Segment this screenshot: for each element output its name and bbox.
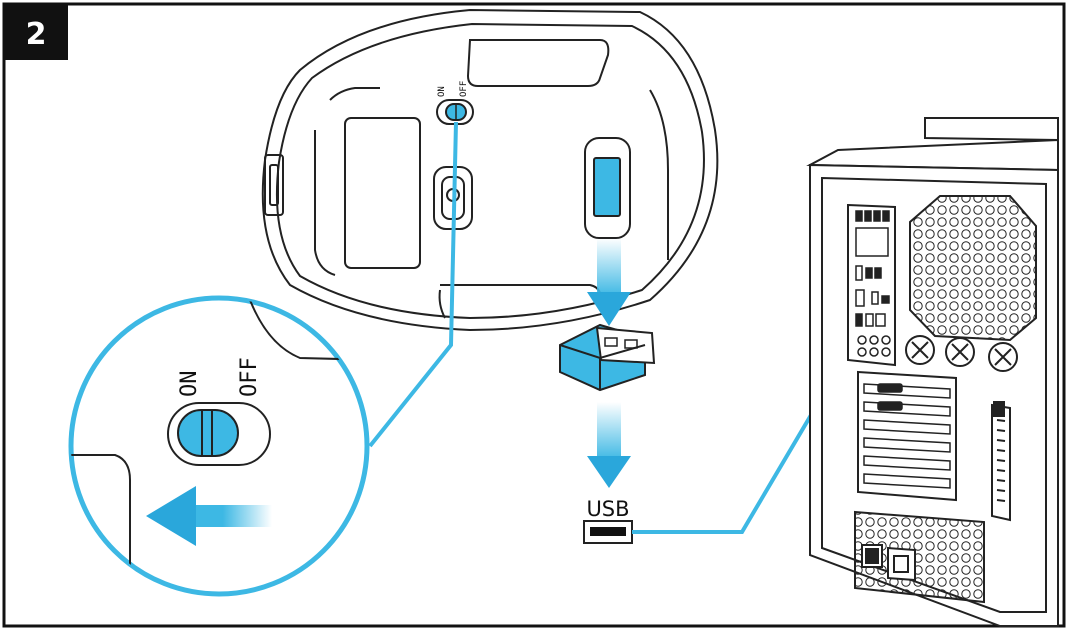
mouse-switch-labels: ON OFF <box>437 81 469 97</box>
mouse-off-label: OFF <box>459 81 469 97</box>
down-arrow-1 <box>587 238 631 326</box>
switch-direction-arrow <box>146 486 272 546</box>
mouse-on-label: ON <box>437 86 447 97</box>
mouse-underside <box>261 8 719 332</box>
desktop-pc-rear <box>806 117 1059 627</box>
zoom-off-label: OFF <box>237 357 262 397</box>
switch-callout-line <box>368 121 458 448</box>
step-number: 2 <box>26 17 47 52</box>
switch-zoom-callout: ON OFF <box>68 295 370 597</box>
usb-port-label: USB <box>586 497 629 521</box>
zoom-on-label: ON <box>177 371 202 398</box>
down-arrow-2 <box>587 402 631 488</box>
usb-port: USB <box>583 497 633 544</box>
usb-receiver <box>559 323 656 392</box>
step-badge-bg <box>4 4 68 60</box>
case-screws <box>905 335 1018 372</box>
step-badge: 2 <box>4 4 68 60</box>
